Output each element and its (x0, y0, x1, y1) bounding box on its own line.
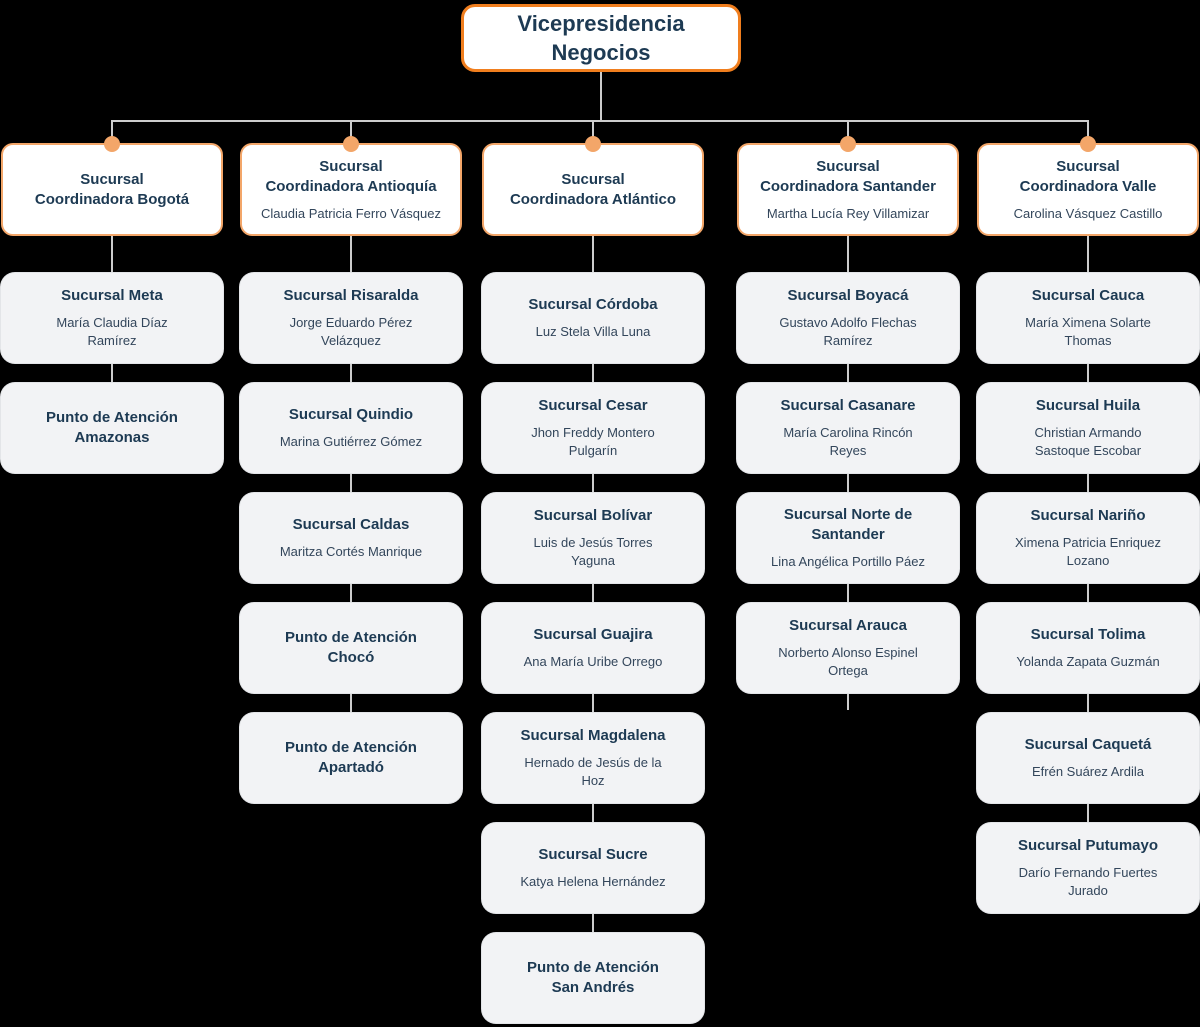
node-person-name: María Ximena Solarte Thomas (1025, 315, 1151, 348)
node-person-name: Efrén Suárez Ardila (1031, 764, 1144, 779)
connector-branch-stub (111, 120, 113, 144)
node-title: Punto de Atención San Andrés (527, 959, 659, 996)
branch-dot (840, 136, 856, 152)
node-person-name: Yolanda Zapata Guzmán (1016, 654, 1160, 669)
node-title: Sucursal Magdalena (520, 727, 666, 744)
node-person-name: Hernado de Jesús de la Hoz (524, 755, 662, 788)
connector-branch-stub (592, 120, 594, 144)
node-title: Sucursal Meta (61, 287, 163, 304)
node-title: Punto de Atención Apartadó (285, 739, 417, 776)
connector-branch-stub (1087, 120, 1089, 144)
node-title: Sucursal Norte de Santander (783, 506, 913, 543)
node-person-name: María Claudia Díaz Ramírez (56, 315, 168, 348)
child-node: Punto de Atención Chocó (240, 603, 462, 693)
root-node: Vicepresidencia Negocios (461, 4, 741, 72)
column-spine-connector (592, 236, 594, 943)
branch-dot (343, 136, 359, 152)
node-person-name: Gustavo Adolfo Flechas Ramírez (779, 315, 917, 348)
node-person-name: Luz Stela Villa Luna (535, 324, 651, 339)
node-title: Sucursal Córdoba (528, 296, 658, 313)
node-person-name: Luis de Jesús Torres Yaguna (533, 535, 653, 568)
node-person-name: Jorge Eduardo Pérez Velázquez (289, 315, 413, 348)
node-title: Sucursal Cauca (1031, 287, 1145, 304)
node-person-name: Maritza Cortés Manrique (279, 544, 423, 559)
node-title: Sucursal Sucre (538, 846, 648, 863)
node-title: Sucursal Risaralda (283, 287, 419, 304)
branch-dot (1080, 136, 1096, 152)
column-spine-connector (847, 236, 849, 710)
node-title: Sucursal Bolívar (533, 507, 653, 524)
coordinator-node: Sucursal Coordinadora Atlántico (482, 143, 704, 236)
node-title: Sucursal Boyacá (787, 287, 909, 304)
connector-branch-stub (847, 120, 849, 144)
node-title: Sucursal Cesar (538, 397, 648, 414)
node-person-name: Norberto Alonso Espinel Ortega (778, 645, 918, 678)
node-person-name: María Carolina Rincón Reyes (783, 425, 913, 458)
node-title: Sucursal Nariño (1030, 507, 1146, 524)
node-person-name: Claudia Patricia Ferro Vásquez (261, 205, 441, 221)
node-title: Sucursal Quindio (288, 406, 414, 423)
node-title: Sucursal Coordinadora Bogotá (34, 170, 190, 208)
node-person-name: Marina Gutiérrez Gómez (279, 434, 423, 449)
column-spine-connector (350, 236, 352, 723)
node-title: Punto de Atención Amazonas (46, 409, 178, 446)
coordinator-node: Sucursal Coordinadora Bogotá (1, 143, 223, 236)
branch-dot (585, 136, 601, 152)
node-title: Sucursal Coordinadora Valle (1019, 157, 1157, 195)
node-person-name: Darío Fernando Fuertes Jurado (1018, 865, 1158, 898)
node-person-name: Jhon Freddy Montero Pulgarín (531, 425, 655, 458)
node-title: Sucursal Coordinadora Antioquía (265, 157, 437, 195)
node-person-name: Christian Armando Sastoque Escobar (1034, 425, 1142, 458)
node-title: Sucursal Putumayo (1017, 837, 1159, 854)
node-person-name: Ximena Patricia Enriquez Lozano (1015, 535, 1161, 568)
child-node: Punto de Atención San Andrés (482, 933, 704, 1023)
node-title: Sucursal Casanare (780, 397, 916, 414)
connector-branch-stub (350, 120, 352, 144)
node-title: Sucursal Coordinadora Santander (760, 157, 936, 195)
root-node-title: Vicepresidencia Negocios (517, 11, 685, 65)
node-person-name: Katya Helena Hernández (520, 874, 666, 889)
node-title: Sucursal Arauca (789, 617, 907, 634)
node-title: Sucursal Caquetá (1024, 736, 1152, 753)
node-title: Sucursal Caldas (292, 516, 410, 533)
branch-dot (104, 136, 120, 152)
child-node: Punto de Atención Apartadó (240, 713, 462, 803)
node-person-name: Martha Lucía Rey Villamizar (766, 205, 930, 221)
connector-root-vertical (600, 72, 602, 121)
child-node: Punto de Atención Amazonas (1, 383, 223, 473)
node-title: Sucursal Coordinadora Atlántico (509, 170, 677, 208)
node-person-name: Ana María Uribe Orrego (523, 654, 663, 669)
connector-horizontal (112, 120, 1089, 122)
node-title: Sucursal Guajira (533, 626, 653, 643)
node-title: Punto de Atención Chocó (285, 629, 417, 666)
node-title: Sucursal Tolima (1030, 626, 1146, 643)
node-person-name: Lina Angélica Portillo Páez (771, 554, 925, 569)
node-person-name: Carolina Vásquez Castillo (1013, 205, 1163, 221)
node-title: Sucursal Huila (1035, 397, 1141, 414)
